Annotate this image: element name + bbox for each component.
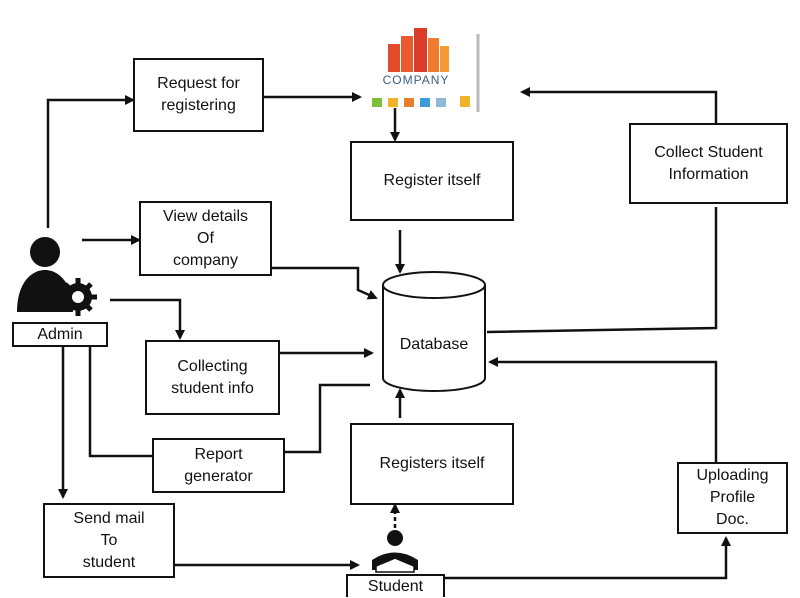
registers-itself-label: Registers itself bbox=[379, 455, 485, 472]
register-itself-box: Register itself bbox=[350, 141, 514, 221]
report-generator-label: Report generator bbox=[184, 445, 253, 485]
database-label: Database bbox=[399, 336, 469, 353]
company-logo-text: COMPANY bbox=[382, 73, 450, 87]
edge-report-database bbox=[285, 383, 370, 454]
edge-admin-request bbox=[46, 95, 135, 228]
register-itself-label: Register itself bbox=[383, 172, 481, 189]
collecting-student-info-box: Collecting student info bbox=[145, 340, 280, 415]
student-label: Student bbox=[367, 577, 424, 595]
collecting-student-info-label: Collecting student info bbox=[171, 357, 254, 397]
collect-student-info-label: Collect Student Information bbox=[654, 143, 763, 183]
admin-label: Admin bbox=[37, 325, 83, 343]
registers-itself-box: Registers itself bbox=[350, 423, 514, 505]
edge-student-uploading bbox=[445, 536, 731, 580]
send-mail-label: Send mail To student bbox=[73, 509, 145, 571]
report-generator-box: Report generator bbox=[152, 438, 285, 493]
view-details-label: View details Of company bbox=[162, 207, 249, 269]
student-label-box: Student bbox=[346, 574, 445, 597]
company-buildings-logo bbox=[372, 28, 480, 112]
edge-admin-collecting bbox=[110, 298, 185, 340]
uploading-profile-label: Uploading Profile Doc. bbox=[696, 467, 769, 528]
edge-database-collect bbox=[486, 207, 718, 334]
edge-admin-report bbox=[88, 347, 152, 458]
edge-uploading-database bbox=[488, 357, 718, 462]
admin-label-box: Admin bbox=[12, 322, 108, 347]
edge-collect-company bbox=[520, 87, 718, 123]
send-mail-box: Send mail To student bbox=[43, 503, 175, 578]
request-registering-box: Request for registering bbox=[133, 58, 264, 132]
collect-student-info-box: Collect Student Information bbox=[629, 123, 788, 204]
database-cylinder bbox=[382, 271, 486, 392]
edge-view-database bbox=[272, 266, 378, 300]
uploading-profile-box: Uploading Profile Doc. bbox=[677, 462, 788, 534]
view-details-box: View details Of company bbox=[139, 201, 272, 276]
admin-gear-person-icon bbox=[17, 237, 97, 316]
student-reading-icon bbox=[372, 530, 418, 573]
request-registering-label: Request for registering bbox=[157, 75, 240, 114]
